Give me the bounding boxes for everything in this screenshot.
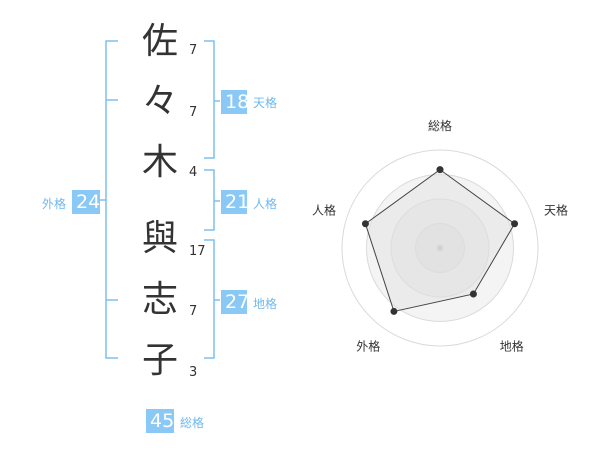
radar-axis-label-3: 地格 — [500, 339, 524, 354]
name-char-6: 子 — [141, 340, 178, 381]
gaikaku-label: 外格 — [42, 197, 67, 211]
radar-point-1 — [436, 166, 444, 174]
radar-series-polygon — [364, 168, 516, 313]
radar-point-3 — [469, 290, 477, 298]
jinkaku-bracket — [204, 169, 215, 231]
stroke-count-6: 3 — [189, 365, 198, 380]
stroke-count-2: 7 — [189, 105, 198, 120]
jinkaku-label: 人格 — [253, 197, 278, 211]
gaikaku-value: 24 — [72, 190, 100, 214]
radar-axis-label-5: 人格 — [312, 202, 336, 217]
chikaku-value: 27 — [221, 290, 249, 314]
chikaku-label: 地格 — [253, 297, 278, 311]
jinkaku-value: 21 — [221, 190, 249, 214]
radar-center — [437, 245, 443, 251]
name-char-2: 々 — [141, 81, 178, 122]
name-char-5: 志 — [141, 279, 178, 320]
soukaku-label: 総格 — [180, 416, 205, 430]
radar-point-5 — [361, 220, 369, 228]
radar-axis-label-1: 総格 — [428, 118, 452, 133]
stroke-count-4: 17 — [189, 244, 206, 259]
stroke-count-1: 7 — [189, 43, 198, 58]
radar-axis-label-4: 外格 — [356, 339, 380, 354]
stroke-count-5: 7 — [189, 304, 198, 319]
radar-point-4 — [390, 307, 398, 315]
stroke-count-3: 4 — [189, 165, 198, 180]
name-char-4: 與 — [141, 218, 178, 259]
name-char-1: 佐 — [141, 21, 178, 62]
tenkaku-value: 18 — [221, 90, 249, 114]
chikaku-bracket — [204, 239, 215, 359]
radar-axis-label-2: 天格 — [544, 202, 568, 217]
name-char-3: 木 — [141, 142, 178, 183]
tenkaku-bracket — [204, 40, 215, 159]
soukaku-value: 45 — [146, 409, 174, 433]
tenkaku-label: 天格 — [253, 96, 278, 110]
radar-point-2 — [511, 220, 519, 228]
